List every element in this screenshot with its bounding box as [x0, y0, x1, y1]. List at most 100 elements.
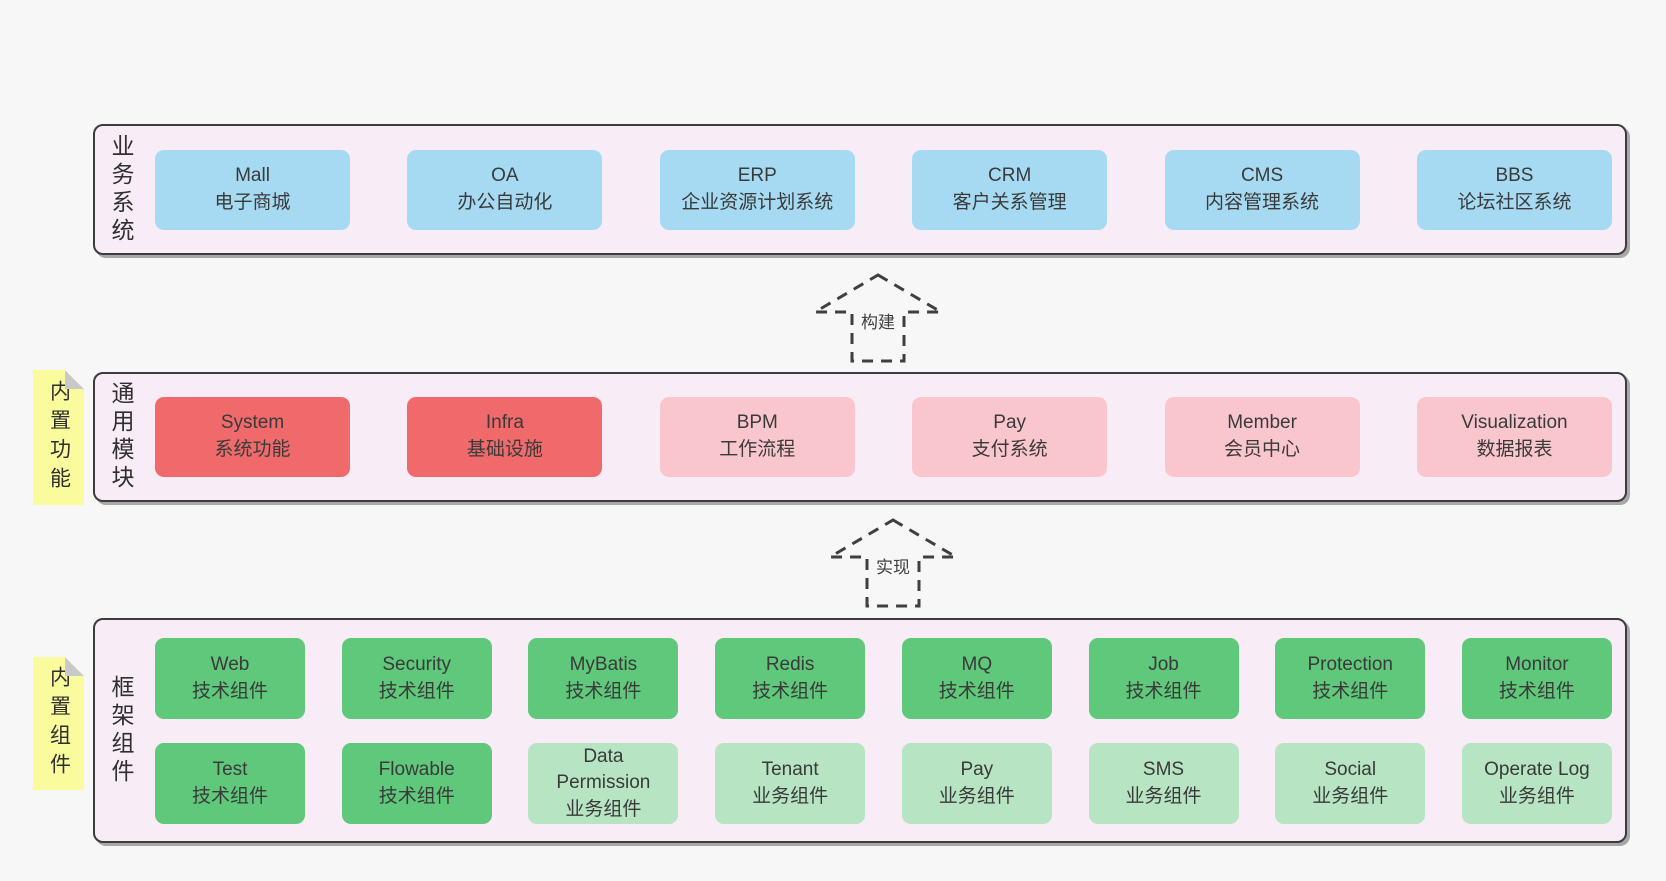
box-title-en: CRM: [988, 164, 1032, 186]
box-title-en: Monitor: [1505, 653, 1569, 675]
box-social: Social 业务组件: [1275, 743, 1426, 824]
box-title-zh: 工作流程: [719, 439, 796, 460]
box-title-zh: 业务组件: [1498, 785, 1575, 807]
box-pay-system: Pay 支付系统: [912, 397, 1108, 477]
band-framework-content: Web 技术组件 Security 技术组件 MyBatis 技术组件 Redi…: [147, 620, 1625, 841]
arrow-implement-label: 实现: [872, 551, 914, 580]
box-tenant: Tenant 业务组件: [715, 743, 866, 824]
box-title-zh: 业务组件: [752, 785, 829, 807]
box-sms: SMS 业务组件: [1088, 743, 1239, 824]
box-title-en: OA: [491, 164, 519, 186]
box-title-en: Protection: [1307, 653, 1393, 675]
box-mq: MQ 技术组件: [901, 638, 1052, 719]
box-title-zh: 技术组件: [565, 680, 642, 702]
box-title-zh: 电子商城: [214, 191, 291, 213]
box-title-zh: 基础设施: [466, 439, 543, 460]
box-title-zh: 技术组件: [378, 785, 455, 807]
box-crm: CRM 客户关系管理: [912, 149, 1108, 230]
box-title-en: Pay: [960, 758, 994, 780]
box-cms: CMS 内容管理系统: [1164, 149, 1360, 230]
box-title-zh: 业务组件: [938, 785, 1015, 807]
box-infra: Infra 基础设施: [407, 397, 603, 477]
box-title-en: CMS: [1240, 164, 1284, 186]
band-label-framework-components: 框架组件: [108, 674, 134, 787]
box-title-en: MyBatis: [569, 653, 638, 675]
box-title-zh: 客户关系管理: [952, 191, 1067, 213]
box-system: System 系统功能: [155, 397, 350, 477]
box-title-zh: 技术组件: [191, 680, 268, 702]
box-title-zh: 业务组件: [1312, 785, 1389, 807]
box-job: Job 技术组件: [1088, 638, 1239, 719]
box-title-zh: 数据报表: [1476, 439, 1553, 460]
box-title-en: BBS: [1495, 164, 1534, 186]
box-pay-component: Pay 业务组件: [901, 743, 1052, 824]
box-title-zh: 技术组件: [1312, 680, 1389, 702]
box-title-en: Operate Log: [1484, 758, 1590, 780]
box-erp: ERP 企业资源计划系统: [659, 149, 855, 230]
box-title-en: Job: [1148, 653, 1179, 675]
dashed-up-arrow-icon: [827, 518, 959, 608]
box-title-en: Flowable: [378, 758, 455, 780]
box-title-en: Redis: [765, 653, 815, 675]
box-title-zh: 办公自动化: [457, 191, 553, 213]
box-title-en: Web: [210, 653, 250, 675]
box-title-en: BPM: [736, 412, 778, 434]
box-title-zh: 业务组件: [1125, 785, 1202, 807]
box-test: Test 技术组件: [155, 743, 305, 824]
arrow-build: 构建: [812, 272, 944, 364]
box-oa: OA 办公自动化: [407, 149, 603, 230]
box-title-zh: 技术组件: [1498, 680, 1575, 702]
box-title-zh: 技术组件: [191, 785, 268, 807]
box-web: Web 技术组件: [155, 638, 305, 719]
box-bbs: BBS 论坛社区系统: [1416, 149, 1612, 230]
box-title-en: Test: [212, 758, 248, 780]
box-title-en: Mall: [235, 164, 270, 186]
box-title-en: MQ: [961, 653, 993, 675]
box-visualization: Visualization 数据报表: [1416, 397, 1612, 477]
box-title-zh: 技术组件: [752, 680, 829, 702]
box-title-zh: 系统功能: [214, 439, 291, 460]
band-common-modules: 通用模块 System 系统功能 Infra 基础设施 BPM 工作流程 Pay…: [93, 372, 1627, 502]
box-title-en: Visualization: [1461, 412, 1568, 434]
box-mybatis: MyBatis 技术组件: [528, 638, 679, 719]
box-title-en: Infra: [485, 412, 524, 434]
band-label-business-systems: 业务系统: [108, 133, 134, 246]
framework-row-tech: Web 技术组件 Security 技术组件 MyBatis 技术组件 Redi…: [155, 638, 1612, 719]
box-protection: Protection 技术组件: [1275, 638, 1426, 719]
sticky-note-text: 内置组件: [47, 665, 71, 782]
box-title-zh: 技术组件: [1125, 680, 1202, 702]
band-business-systems: 业务系统 Mall 电子商城 OA 办公自动化 ERP 企业资源计划系统 CRM…: [93, 124, 1627, 255]
box-title-en: Pay: [993, 412, 1027, 434]
box-title-en: Tenant: [761, 758, 819, 780]
band-modules-content: System 系统功能 Infra 基础设施 BPM 工作流程 Pay 支付系统…: [147, 374, 1625, 500]
box-title-zh: 技术组件: [938, 680, 1015, 702]
box-title-zh: 论坛社区系统: [1457, 191, 1572, 213]
box-member: Member 会员中心: [1164, 397, 1360, 477]
box-bpm: BPM 工作流程: [659, 397, 855, 477]
box-title-en: Security: [382, 653, 452, 675]
band-business-content: Mall 电子商城 OA 办公自动化 ERP 企业资源计划系统 CRM 客户关系…: [147, 126, 1625, 253]
box-title-zh: 内容管理系统: [1205, 191, 1320, 213]
arrow-build-label: 构建: [857, 306, 899, 335]
box-title-zh: 业务组件: [565, 798, 642, 820]
sticky-note-builtin-components: 内置组件: [33, 657, 84, 790]
box-monitor: Monitor 技术组件: [1461, 638, 1612, 719]
box-title-en: ERP: [737, 164, 777, 186]
box-mall: Mall 电子商城: [155, 149, 350, 230]
box-data-permission: Data Permission 业务组件: [528, 743, 679, 824]
sticky-note-builtin-features: 内置功能: [33, 370, 84, 505]
box-title-en: Social: [1324, 758, 1377, 780]
dashed-up-arrow-icon: [812, 273, 944, 363]
framework-row-business: Test 技术组件 Flowable 技术组件 Data Permission …: [155, 743, 1612, 824]
band-framework-components: 框架组件 Web 技术组件 Security 技术组件 MyBatis 技术组件…: [93, 618, 1627, 843]
box-title-en: Member: [1227, 412, 1297, 434]
box-title-en: SMS: [1142, 758, 1185, 780]
box-title-en: Data Permission: [556, 745, 651, 794]
arrow-implement: 实现: [827, 517, 959, 609]
box-operate-log: Operate Log 业务组件: [1461, 743, 1612, 824]
box-title-zh: 技术组件: [378, 680, 455, 702]
sticky-note-text: 内置功能: [47, 379, 71, 496]
box-flowable: Flowable 技术组件: [341, 743, 492, 824]
box-title-en: System: [220, 412, 285, 434]
box-title-zh: 支付系统: [971, 439, 1048, 460]
